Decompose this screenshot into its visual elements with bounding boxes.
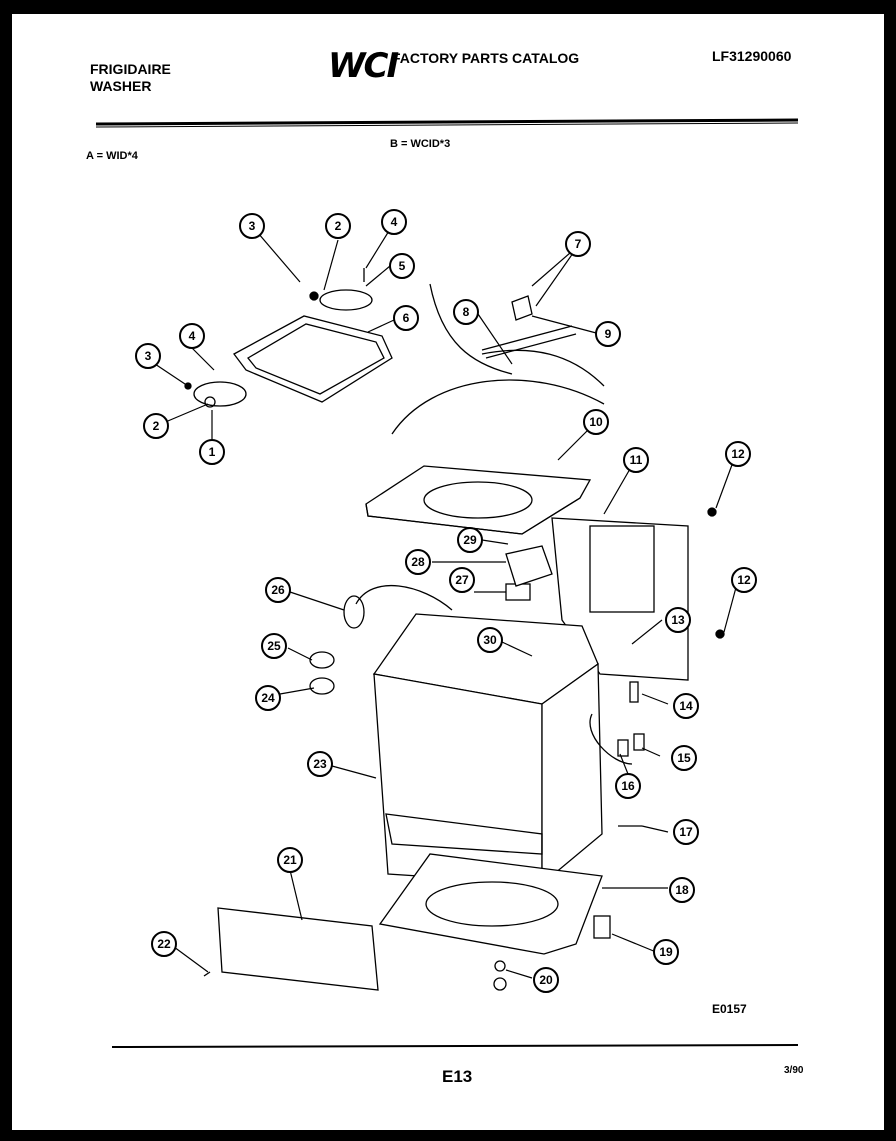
leveler-part <box>593 915 611 939</box>
footer-rule <box>111 1044 799 1048</box>
callout-30: 30 <box>483 633 497 647</box>
cord-part <box>629 681 639 703</box>
callout-16: 16 <box>621 779 635 793</box>
callout-23: 23 <box>313 757 327 771</box>
page-number: E13 <box>442 1067 473 1086</box>
screw-22-part <box>203 971 211 977</box>
callout-12b: 12 <box>737 573 751 587</box>
callout-12: 12 <box>731 447 745 461</box>
parts-diagram: 3 2 4 5 6 7 8 9 4 3 2 1 10 11 12 12 13 1… <box>95 118 799 1048</box>
callout-10: 10 <box>589 415 603 429</box>
header-rule <box>95 118 799 126</box>
callout-18: 18 <box>675 883 689 897</box>
front-panel-part <box>217 907 379 991</box>
callout-25: 25 <box>267 639 281 653</box>
callout-21: 21 <box>283 853 297 867</box>
screw-part <box>309 291 319 301</box>
hinge-part <box>319 289 373 311</box>
callout-13: 13 <box>671 613 685 627</box>
callout-9: 9 <box>605 327 612 341</box>
revision-date: 3/90 <box>784 1065 804 1076</box>
wci-logo: WCI <box>328 46 399 86</box>
plug-part <box>633 733 645 751</box>
lid-part <box>233 315 393 403</box>
model-number: LF31290060 <box>712 48 792 64</box>
hinge-left-part <box>193 381 247 407</box>
callout-1: 1 <box>209 445 216 459</box>
arc-line <box>429 283 513 375</box>
callout-7: 7 <box>575 237 582 251</box>
foot-part <box>494 960 506 972</box>
figure-id: E0157 <box>712 1002 747 1016</box>
bracket-part <box>511 295 533 321</box>
catalog-title: FACTORY PARTS CATALOG <box>392 50 580 66</box>
callout-14: 14 <box>679 699 693 713</box>
callout-11: 11 <box>630 453 643 467</box>
pump-part <box>309 651 335 669</box>
callout-5: 5 <box>399 259 406 273</box>
control-panel-window <box>589 525 655 613</box>
brand-name: FRIGIDAIRE <box>90 61 171 77</box>
pump-part-2 <box>309 677 335 695</box>
callout-27: 27 <box>455 573 469 587</box>
callout-3b: 3 <box>145 349 152 363</box>
callout-8: 8 <box>463 305 470 319</box>
base-part <box>378 853 603 955</box>
product-name: WASHER <box>90 78 152 94</box>
bracket-28-part <box>505 545 553 587</box>
switch-part <box>505 583 531 601</box>
callout-15: 15 <box>677 751 691 765</box>
callout-2b: 2 <box>153 419 160 433</box>
variant-b-label: B = WCID*3 <box>390 138 451 150</box>
callout-4b: 4 <box>189 329 196 343</box>
lid-inner <box>247 323 385 395</box>
callout-28: 28 <box>411 555 425 569</box>
callout-2: 2 <box>335 219 342 233</box>
top-panel-opening <box>423 481 533 519</box>
catalog-sheet: 3 2 4 5 6 7 8 9 4 3 2 1 10 11 12 12 13 1… <box>12 14 884 1130</box>
variant-a-label: A = WID*4 <box>86 150 138 162</box>
callout-29: 29 <box>463 533 477 547</box>
cabinet-side <box>541 662 603 886</box>
header-rule-thin <box>95 122 799 128</box>
callout-20: 20 <box>539 973 553 987</box>
callout-22: 22 <box>157 937 171 951</box>
callout-26: 26 <box>271 583 285 597</box>
screw-12-part <box>707 507 717 517</box>
callout-17: 17 <box>679 825 693 839</box>
callout-19: 19 <box>659 945 673 959</box>
hose-clamp-part <box>343 595 365 629</box>
callout-3: 3 <box>249 219 256 233</box>
callout-24: 24 <box>261 691 275 705</box>
callout-6: 6 <box>403 311 410 325</box>
callout-4: 4 <box>391 215 398 229</box>
